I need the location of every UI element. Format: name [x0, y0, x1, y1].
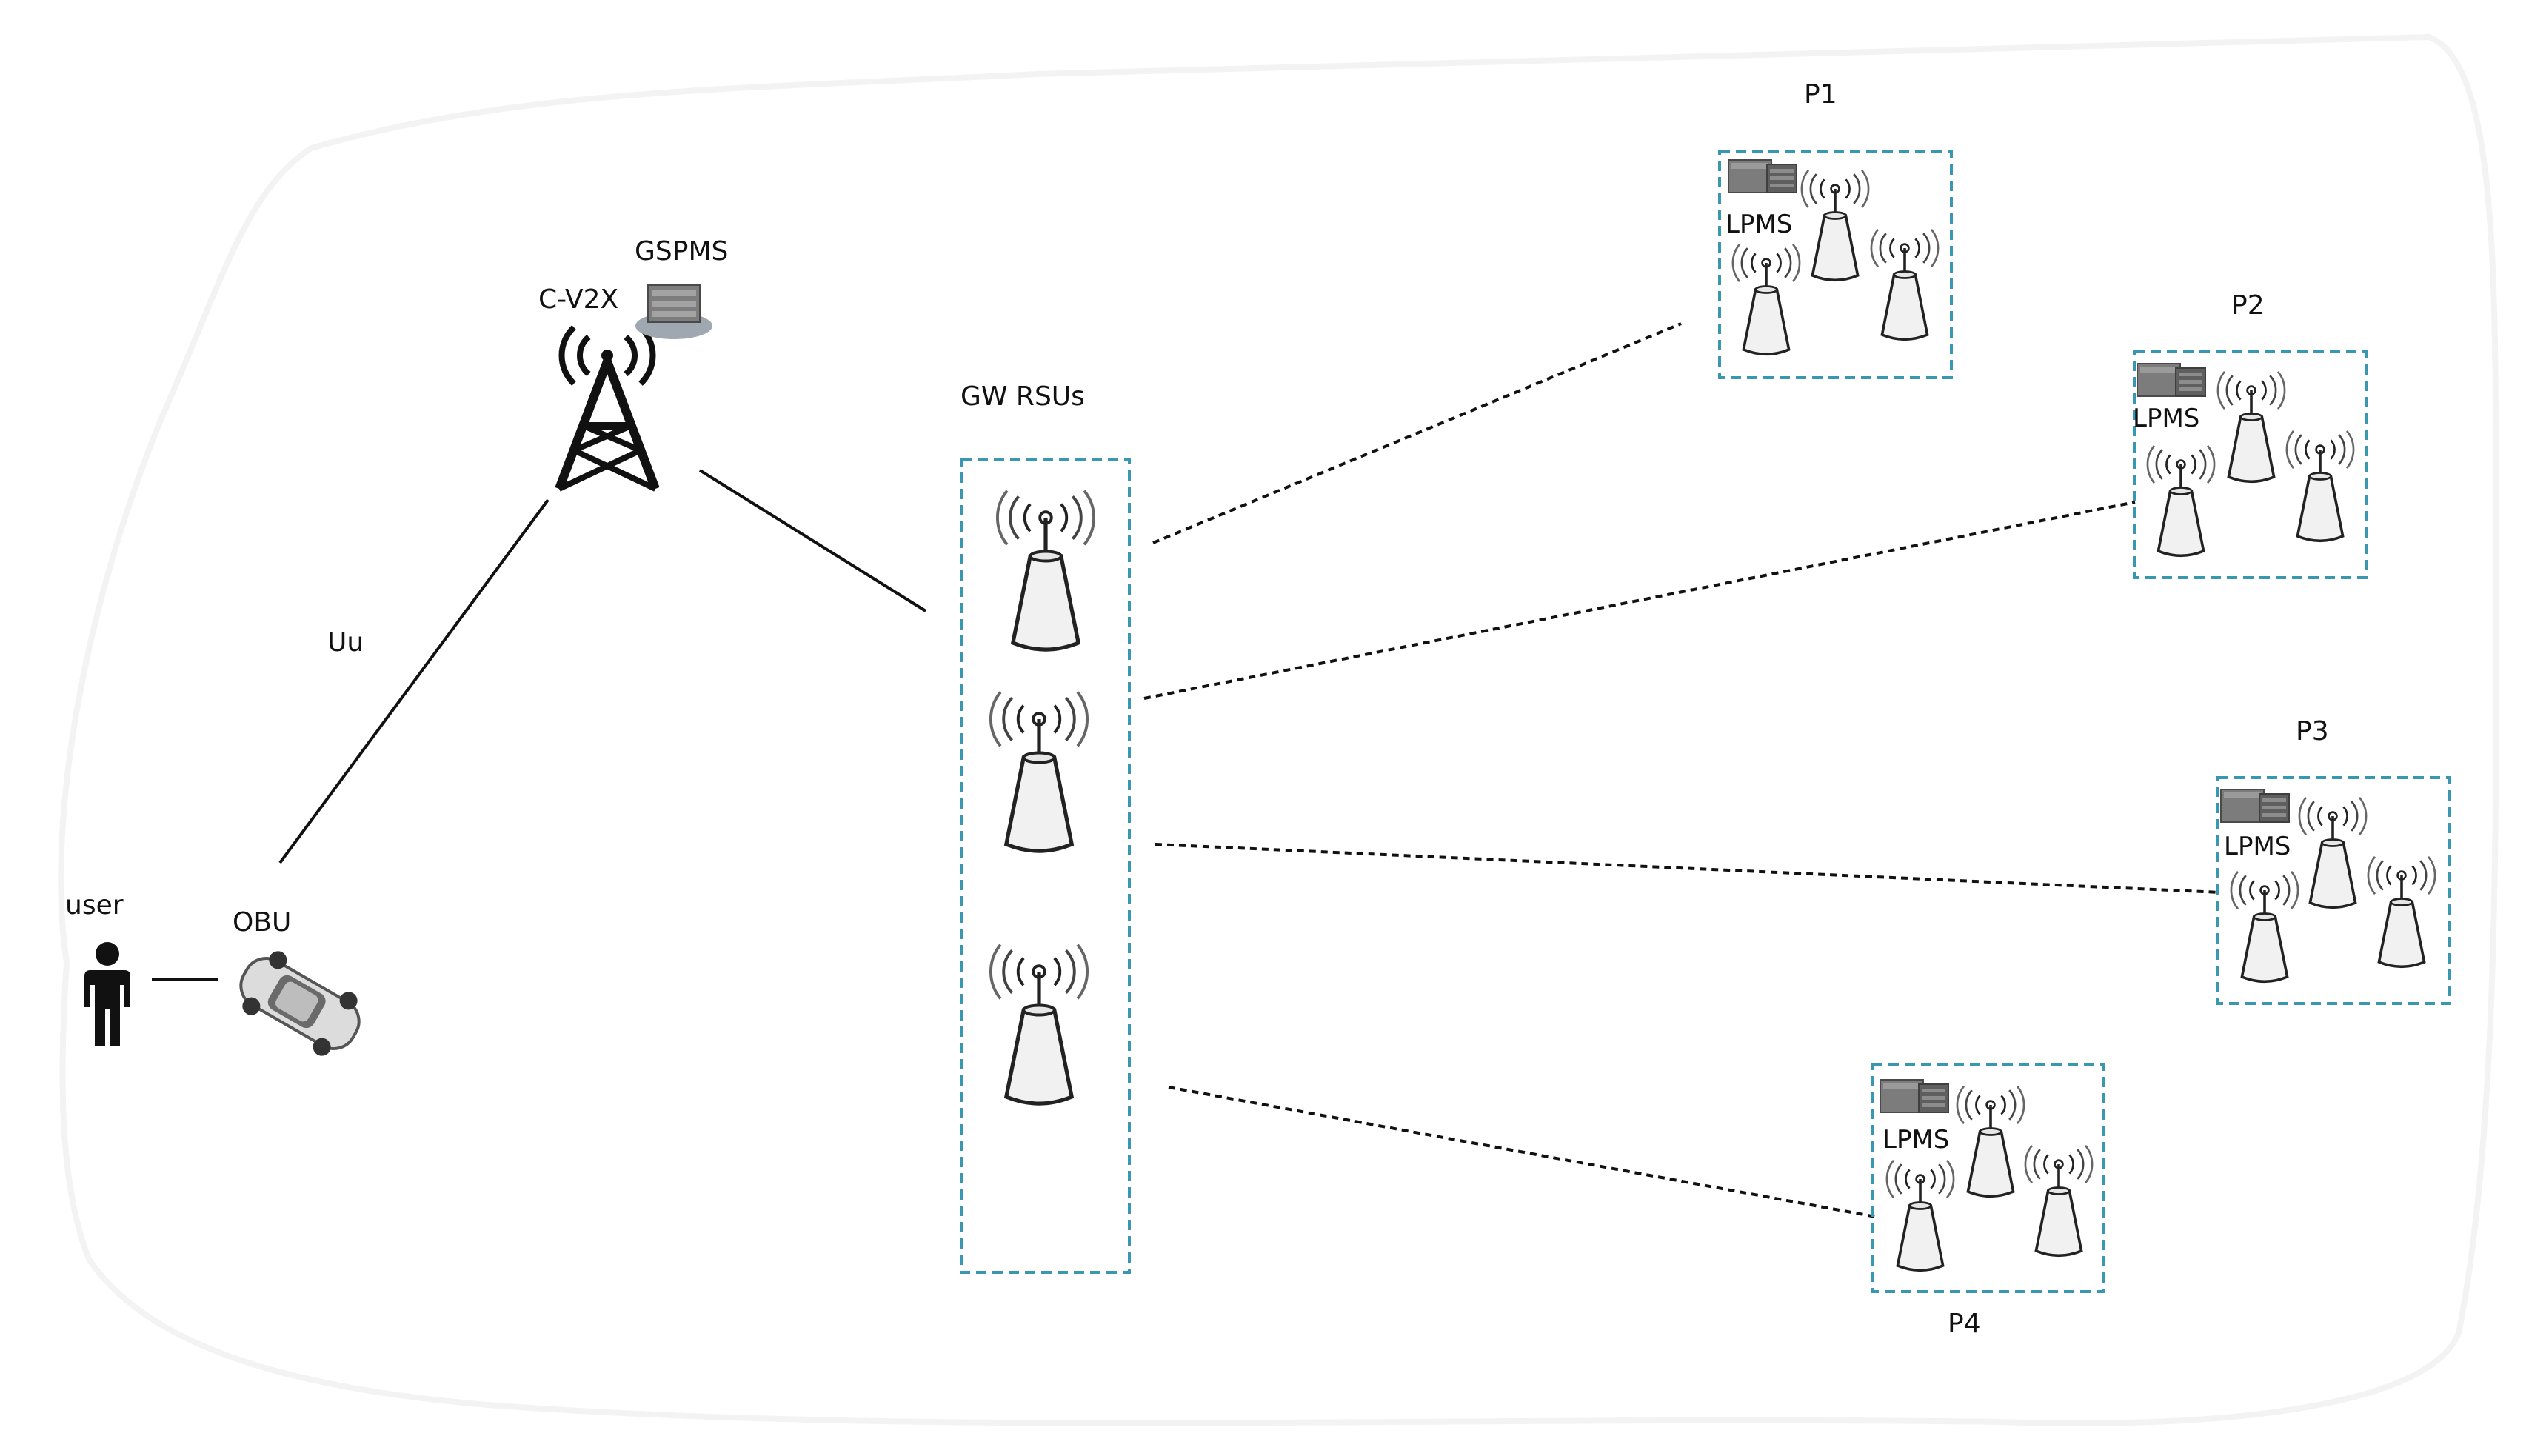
rsu-p4-link: [1168, 1086, 1877, 1218]
p4-label: P4: [1948, 1309, 1981, 1339]
p3-lpms-label: LPMS: [2224, 832, 2291, 861]
obu-label: OBU: [233, 907, 292, 938]
p2-box: [2133, 350, 2368, 579]
p1-label: P1: [1804, 79, 1837, 110]
p3-label: P3: [2296, 716, 2329, 747]
gw-rsu-box: [960, 458, 1131, 1274]
person-icon: [84, 942, 130, 1046]
uu-link: [278, 498, 549, 864]
p4-lpms-label: LPMS: [1882, 1125, 1950, 1155]
p1-lpms-label: LPMS: [1725, 210, 1793, 239]
uu-label: Uu: [327, 627, 364, 658]
rsu-p1-link: [1152, 322, 1682, 544]
gw-rsus-label: GW RSUs: [961, 381, 1085, 412]
p2-label: P2: [2231, 290, 2265, 321]
p3-box: [2216, 776, 2451, 1005]
cv2x-label: C-V2X: [538, 284, 619, 315]
rsu-p2-link: [1143, 501, 2136, 700]
gspms-server-icon: [635, 284, 712, 339]
car-icon: [239, 951, 361, 1056]
p1-box: [1718, 150, 1953, 379]
p2-lpms-label: LPMS: [2133, 404, 2200, 433]
server-icon: [1728, 159, 1797, 193]
server-icon: [2220, 789, 2290, 823]
server-icon: [1880, 1079, 1949, 1113]
tower-rsu-link: [698, 469, 927, 612]
coverage-region: [58, 33, 2499, 1426]
user-label: user: [65, 890, 124, 921]
server-icon: [2137, 363, 2206, 397]
gspms-label: GSPMS: [635, 236, 729, 267]
p4-box: [1871, 1063, 2105, 1293]
